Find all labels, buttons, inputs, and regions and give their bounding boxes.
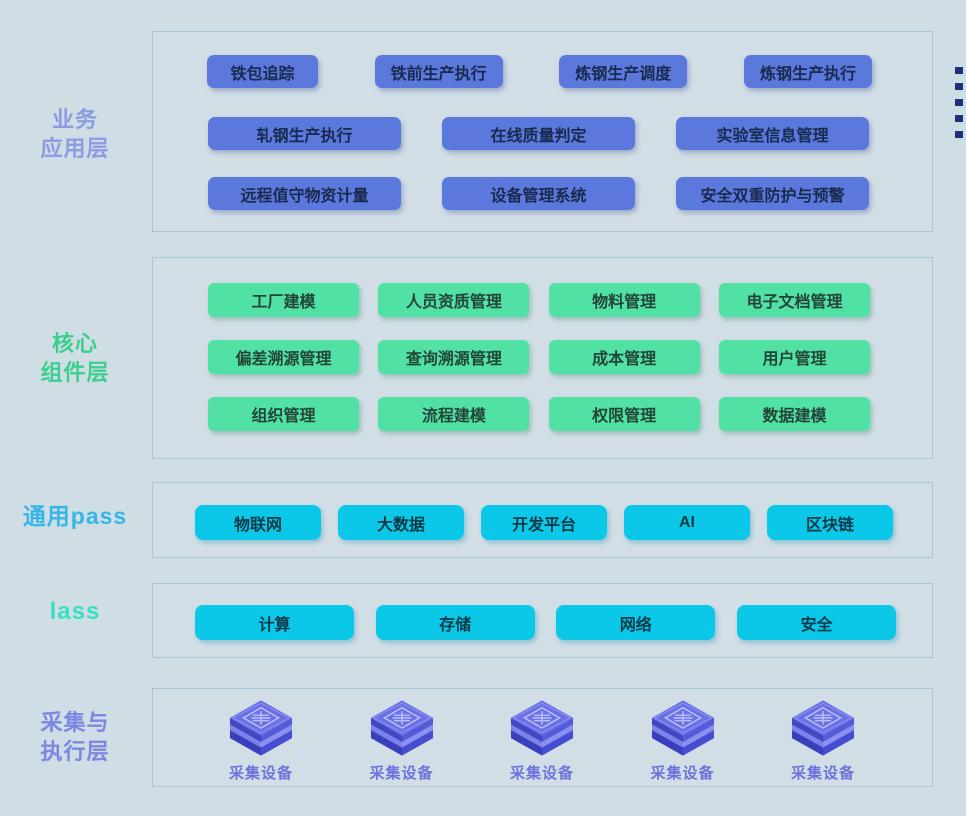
collection-device: 采集设备 xyxy=(352,699,452,783)
layer-label-line: 应用层 xyxy=(40,135,110,161)
device-cube-icon xyxy=(370,700,433,756)
iaas-layer-button[interactable]: 网络 xyxy=(556,605,716,640)
general-paas-layer-button[interactable]: 区块链 xyxy=(767,505,893,540)
business-application-layer-button[interactable]: 远程值守物资计量 xyxy=(208,177,401,210)
device-label: 采集设备 xyxy=(228,765,293,782)
business-application-layer-button[interactable]: 轧钢生产执行 xyxy=(208,117,401,150)
business-application-layer-button[interactable]: 实验室信息管理 xyxy=(676,117,869,150)
layer-label-line: 核心 xyxy=(51,331,98,356)
general-paas-layer-button[interactable]: 开发平台 xyxy=(481,505,607,540)
layer-label-general-paas: 通用pass xyxy=(5,502,145,532)
layer-label-line: 通用pass xyxy=(22,503,128,529)
business-application-layer-button[interactable]: 在线质量判定 xyxy=(442,117,635,150)
general-paas-layer-button[interactable]: AI xyxy=(624,505,750,540)
button-row: 物联网大数据开发平台 AI 区块链 xyxy=(195,505,893,540)
layer-label-line: lass xyxy=(49,598,101,625)
layer-label-core-components: 核心组件层 xyxy=(15,330,135,387)
layer-label-line: 组件层 xyxy=(40,359,110,385)
layer-label-line: 执行层 xyxy=(40,738,110,764)
iaas-layer-button[interactable]: 安全 xyxy=(736,605,896,640)
collection-device: 采集设备 xyxy=(633,699,733,783)
iaas-layer-box: 计算存储网络安全 xyxy=(152,583,933,658)
core-components-layer-button[interactable]: 物料管理 xyxy=(548,283,700,317)
device-label: 采集设备 xyxy=(369,765,434,782)
device-cube-icon xyxy=(651,700,714,756)
core-components-layer-box: 工厂建模人员资质管理物料管理电子文档管理 偏差溯源管理查询溯源管理成本管理用户管… xyxy=(152,257,933,459)
core-components-layer-button[interactable]: 组织管理 xyxy=(208,397,359,431)
collection-device: 采集设备 xyxy=(211,699,311,783)
layer-label-line: 业务 xyxy=(51,107,98,132)
core-components-layer-button[interactable]: 用户管理 xyxy=(718,340,870,374)
collection-device: 采集设备 xyxy=(773,699,873,783)
layer-label-line: 采集与 xyxy=(40,710,110,735)
core-components-layer-button[interactable]: 偏差溯源管理 xyxy=(208,340,359,374)
general-paas-layer-button[interactable]: 物联网 xyxy=(195,505,321,540)
button-row: 组织管理流程建模权限管理数据建模 xyxy=(208,397,870,431)
button-row: 工厂建模人员资质管理物料管理电子文档管理 xyxy=(208,283,870,317)
core-components-layer-button[interactable]: 流程建模 xyxy=(378,397,530,431)
edge-square-icon xyxy=(955,99,963,106)
core-components-layer-button[interactable]: 查询溯源管理 xyxy=(378,340,530,374)
core-components-layer-button[interactable]: 权限管理 xyxy=(548,397,700,431)
edge-decoration xyxy=(955,67,963,147)
button-row: 计算存储网络安全 xyxy=(195,605,896,640)
collection-execution-layer-box: 采集设备 采集设备 采集设备 xyxy=(152,688,933,787)
business-application-layer-button[interactable]: 铁前生产执行 xyxy=(374,55,503,88)
core-components-layer-button[interactable]: 电子文档管理 xyxy=(718,283,870,317)
core-components-layer-button[interactable]: 数据建模 xyxy=(718,397,870,431)
core-components-layer-button[interactable]: 人员资质管理 xyxy=(378,283,530,317)
layer-label-business-application: 业务应用层 xyxy=(15,106,135,163)
core-components-layer-button[interactable]: 工厂建模 xyxy=(208,283,359,317)
edge-square-icon xyxy=(955,115,963,122)
business-application-layer-button[interactable]: 设备管理系统 xyxy=(442,177,635,210)
button-row: 偏差溯源管理查询溯源管理成本管理用户管理 xyxy=(208,340,870,374)
general-paas-layer-box: 物联网大数据开发平台 AI 区块链 xyxy=(152,482,933,558)
collection-device: 采集设备 xyxy=(492,699,592,783)
button-row: 铁包追踪 铁前生产执行 炼钢生产调度 炼钢生产执行 xyxy=(207,55,872,88)
iaas-layer-button[interactable]: 存储 xyxy=(375,605,535,640)
edge-square-icon xyxy=(955,67,963,74)
edge-square-icon xyxy=(955,83,963,90)
device-cube-row: 采集设备 采集设备 采集设备 xyxy=(211,699,873,783)
button-row: 远程值守物资计量 设备管理系统 安全双重防护与预警 xyxy=(208,177,869,210)
business-application-layer-button[interactable]: 炼钢生产调度 xyxy=(559,55,688,88)
general-paas-layer-button[interactable]: 大数据 xyxy=(338,505,464,540)
iaas-layer-button[interactable]: 计算 xyxy=(195,605,354,640)
device-label: 采集设备 xyxy=(650,765,715,782)
device-label: 采集设备 xyxy=(790,765,855,782)
device-cube-icon xyxy=(791,700,855,756)
core-components-layer-button[interactable]: 成本管理 xyxy=(548,340,700,374)
business-application-layer-box: 铁包追踪 铁前生产执行 炼钢生产调度 炼钢生产执行 轧钢生产执行 在线质量判定 实验室信息… xyxy=(152,31,933,232)
edge-square-icon xyxy=(955,131,963,138)
layer-label-collection-execution: 采集与执行层 xyxy=(15,709,135,766)
button-row: 轧钢生产执行 在线质量判定 实验室信息管理 xyxy=(208,117,869,150)
device-label: 采集设备 xyxy=(509,765,574,782)
business-application-layer-button[interactable]: 铁包追踪 xyxy=(207,55,318,88)
business-application-layer-button[interactable]: 炼钢生产执行 xyxy=(743,55,872,88)
device-cube-icon xyxy=(229,700,293,756)
device-cube-icon xyxy=(510,700,574,756)
layer-label-iaas: lass xyxy=(15,596,135,627)
business-application-layer-button[interactable]: 安全双重防护与预警 xyxy=(676,177,869,210)
